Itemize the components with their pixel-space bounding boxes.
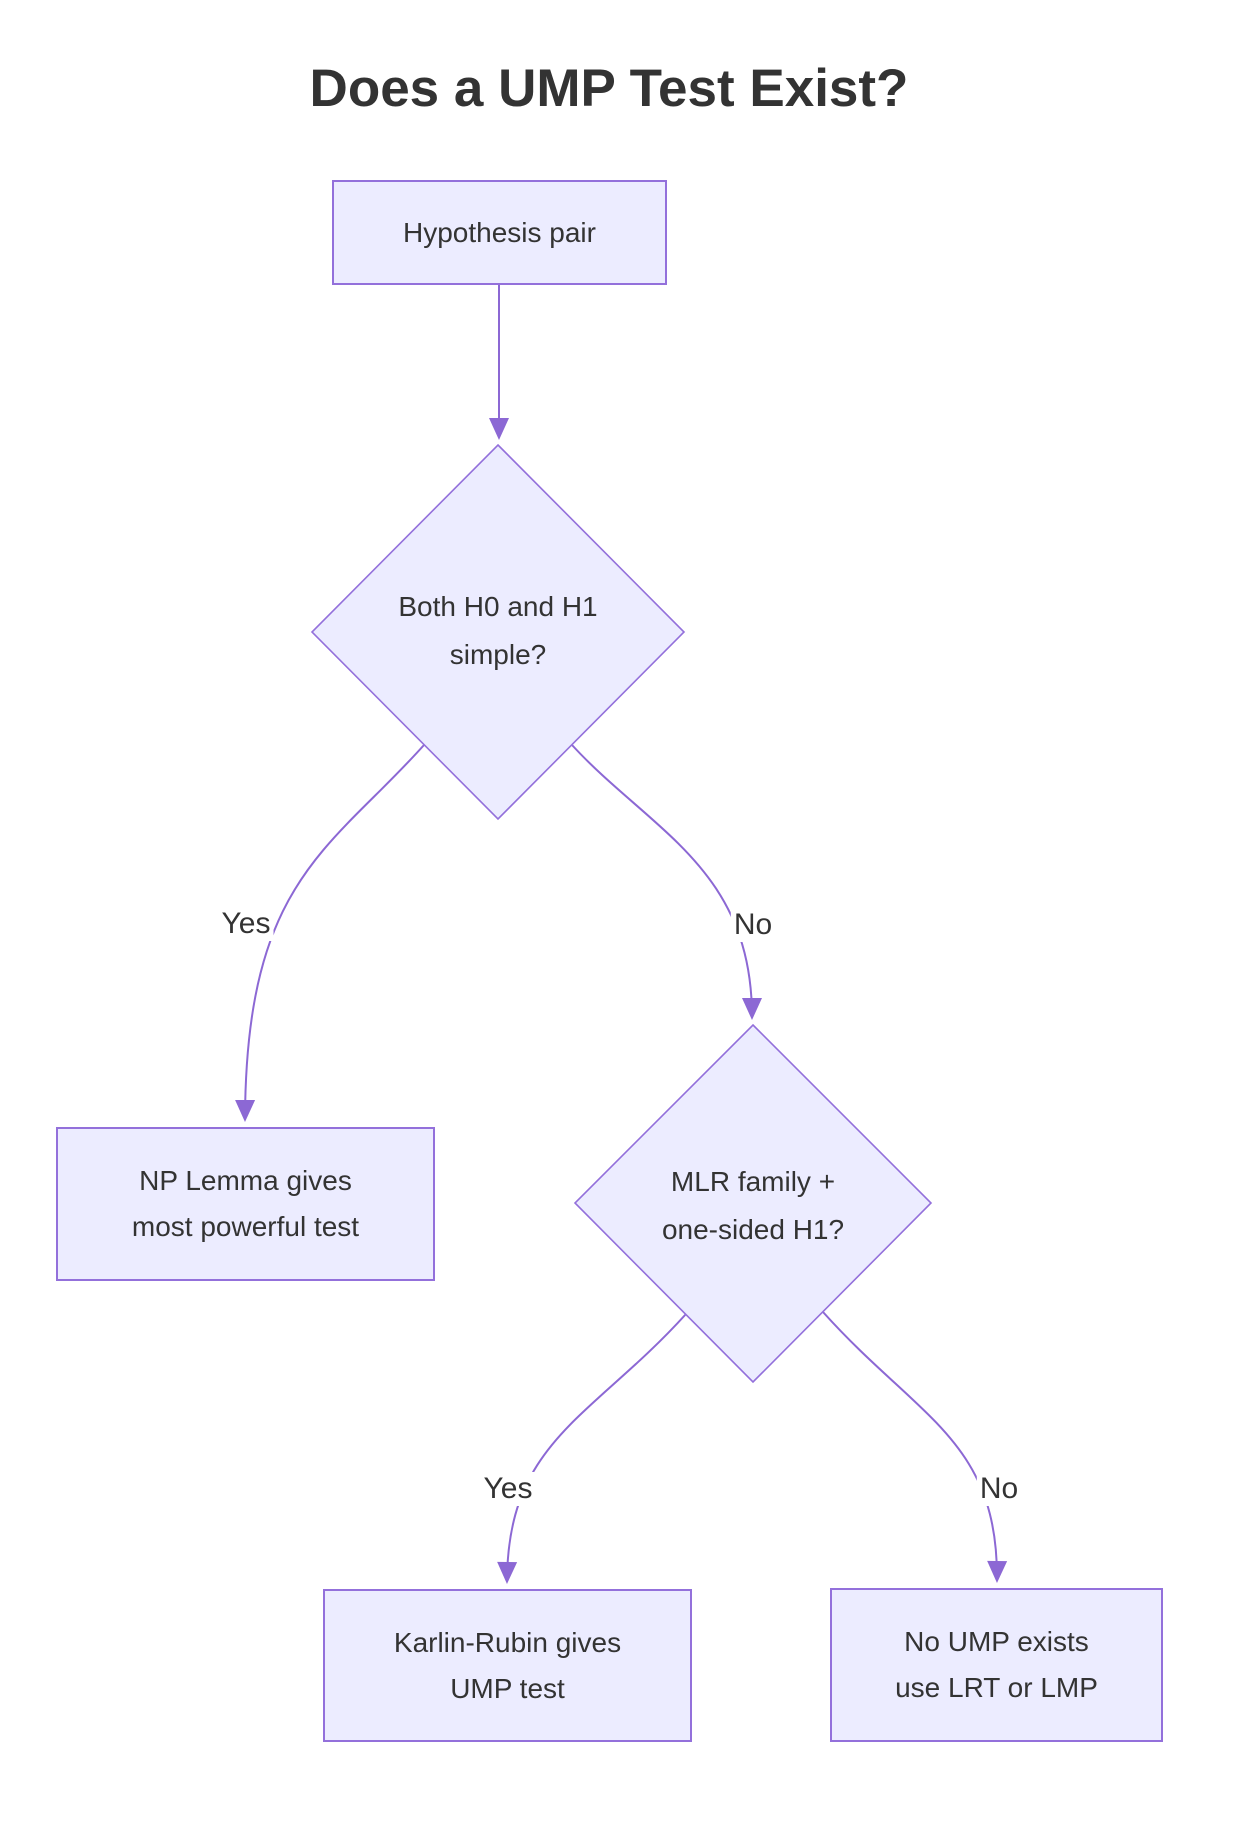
edge-simple-decision-yes-to-np-lemma — [235, 744, 425, 1122]
edge-label-mlr-yes: Yes — [480, 1472, 536, 1506]
hypothesis-node-label: Hypothesis pair — [403, 216, 596, 248]
simple-decision-label: Both H0 and H1 simple? — [328, 583, 668, 679]
karlin-rubin-node: Karlin-Rubin gives UMP test — [323, 1589, 692, 1742]
np-lemma-node-label-line1: NP Lemma gives — [139, 1165, 352, 1196]
edge-mlr-decision-no-to-no-ump — [822, 1311, 1008, 1583]
mlr-decision-diamond — [573, 1023, 933, 1384]
no-ump-node: No UMP exists use LRT or LMP — [830, 1588, 1163, 1742]
mlr-decision-label-line2: one-sided H1? — [661, 1214, 845, 1245]
np-lemma-node-label-line2: most powerful test — [131, 1211, 360, 1242]
edge-label-simple-yes: Yes — [218, 907, 274, 941]
edge-label-mlr-no: No — [976, 1472, 1022, 1506]
simple-decision-label-line1: Both H0 and H1 — [398, 591, 598, 622]
edge-simple-decision-no-to-mlr-decision — [571, 744, 762, 1020]
simple-decision-diamond — [310, 443, 686, 821]
karlin-rubin-node-label-line2: UMP test — [450, 1672, 565, 1704]
hypothesis-node: Hypothesis pair — [332, 180, 667, 285]
np-lemma-node: NP Lemma gives most powerful test — [56, 1127, 435, 1281]
no-ump-node-label-line1: No UMP exists — [904, 1626, 1089, 1657]
mlr-decision-label-line1: MLR family + — [670, 1166, 836, 1197]
diagram-title: Does a UMP Test Exist? — [309, 59, 909, 118]
no-ump-node-label-line2: use LRT or LMP — [895, 1672, 1098, 1703]
edge-label-simple-no: No — [730, 908, 776, 942]
mlr-decision-label: MLR family + one-sided H1? — [583, 1158, 923, 1254]
karlin-rubin-node-label-line1: Karlin-Rubin gives — [393, 1626, 622, 1658]
simple-decision-label-line2: simple? — [449, 639, 547, 670]
edge-mlr-decision-yes-to-karlin-rubin — [497, 1313, 687, 1584]
